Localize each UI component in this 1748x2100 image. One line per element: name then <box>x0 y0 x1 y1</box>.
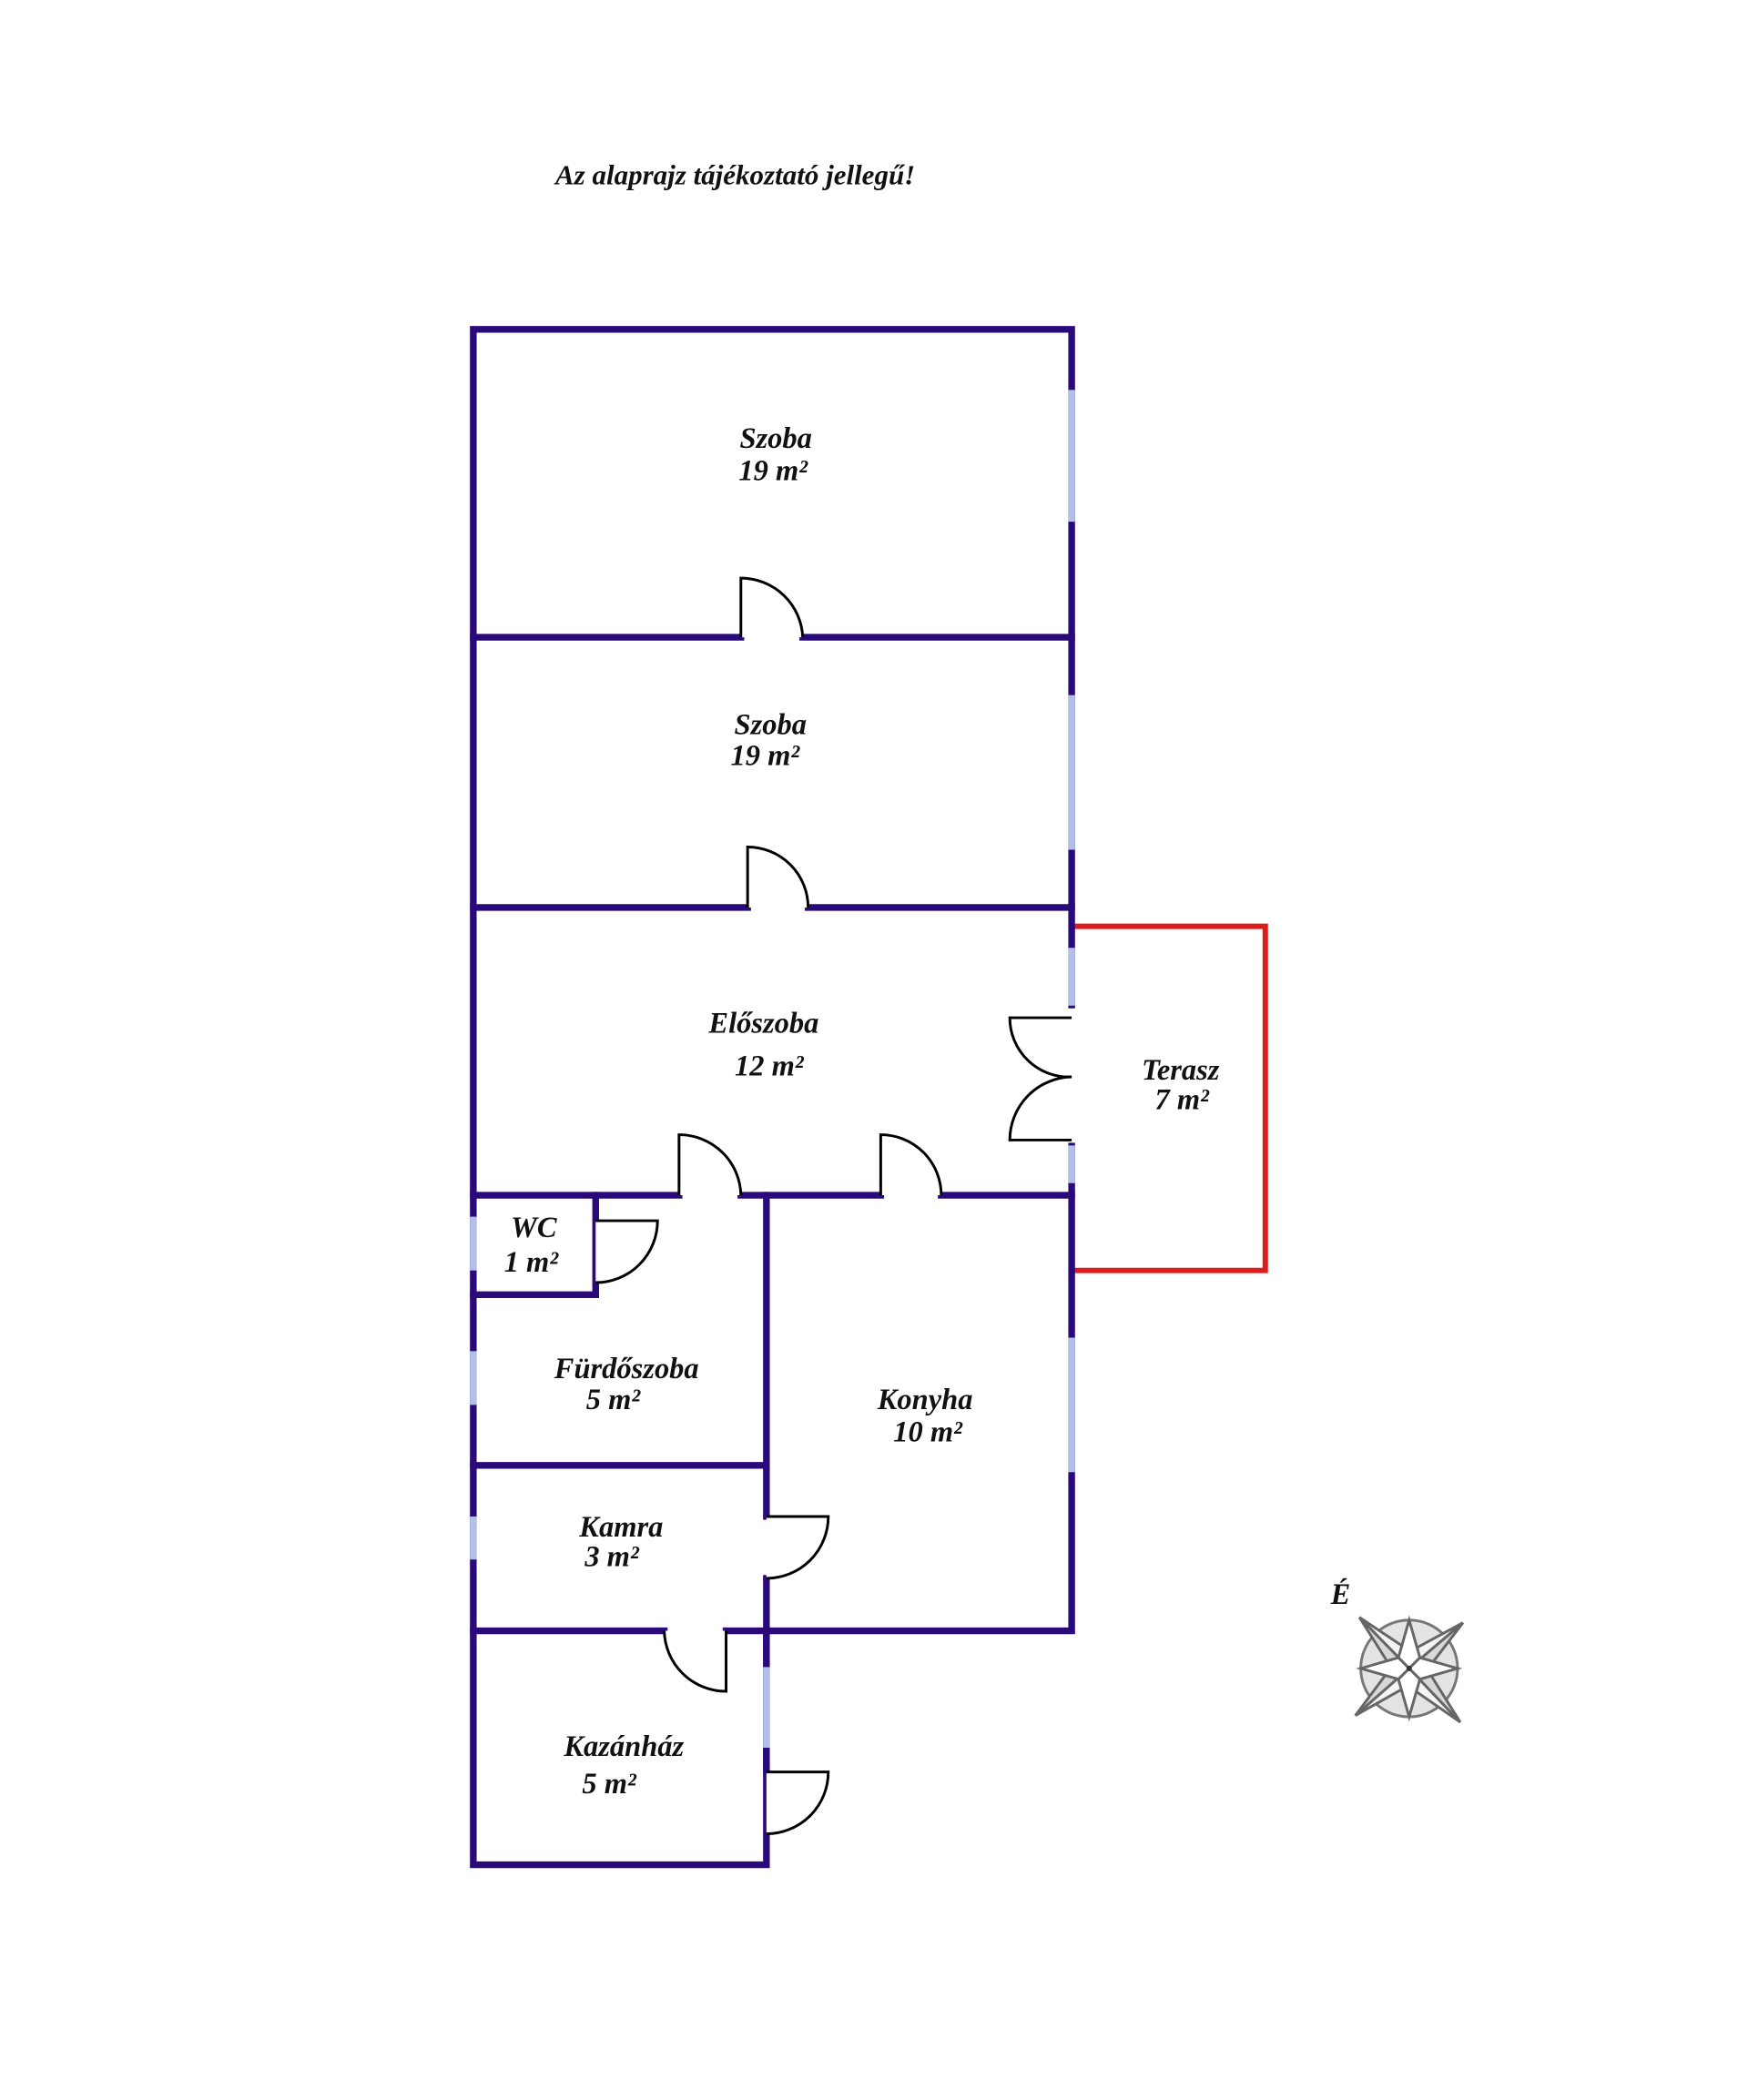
room-szoba-2: Szoba 19 m² <box>731 708 807 772</box>
room-name: Kamra <box>578 1511 663 1544</box>
room-area: 5 m² <box>586 1384 642 1416</box>
room-area: 12 m² <box>735 1050 805 1083</box>
room-area: 5 m² <box>582 1768 637 1801</box>
north-label: É <box>1330 1578 1351 1611</box>
terrace-outline <box>1074 923 1268 1273</box>
room-name: Szoba <box>739 422 811 455</box>
room-furdoszoba: Fürdőszoba 5 m² <box>554 1353 699 1416</box>
disclaimer-note: Az alaprajz tájékoztató jellegű! <box>554 158 915 190</box>
room-name: WC <box>511 1212 557 1244</box>
room-area: 19 m² <box>738 454 808 487</box>
walls <box>470 326 1077 1869</box>
room-wc: WC 1 m² <box>504 1212 560 1279</box>
room-area: 3 m² <box>584 1541 640 1574</box>
room-name: Konyha <box>877 1384 973 1416</box>
doors <box>595 576 1072 1836</box>
room-area: 10 m² <box>893 1415 963 1448</box>
room-kamra: Kamra 3 m² <box>578 1511 663 1573</box>
room-area: 1 m² <box>504 1246 560 1279</box>
room-name: Terasz <box>1142 1054 1220 1087</box>
room-area: 19 m² <box>731 739 801 772</box>
room-konyha: Konyha 10 m² <box>877 1384 973 1448</box>
room-name: Fürdőszoba <box>554 1353 699 1385</box>
windows <box>470 390 1075 1749</box>
room-kazanhaz: Kazánház 5 m² <box>563 1730 684 1801</box>
room-name: Kazánház <box>563 1730 684 1763</box>
room-terasz: Terasz 7 m² <box>1142 1054 1220 1116</box>
room-name: Szoba <box>735 708 807 741</box>
room-name: Előszoba <box>707 1007 818 1040</box>
room-eloszoba: Előszoba 12 m² <box>707 1007 818 1082</box>
compass-rose-icon: É <box>1330 1578 1465 1724</box>
room-szoba-1: Szoba 19 m² <box>738 422 811 487</box>
room-area: 7 m² <box>1155 1083 1211 1116</box>
